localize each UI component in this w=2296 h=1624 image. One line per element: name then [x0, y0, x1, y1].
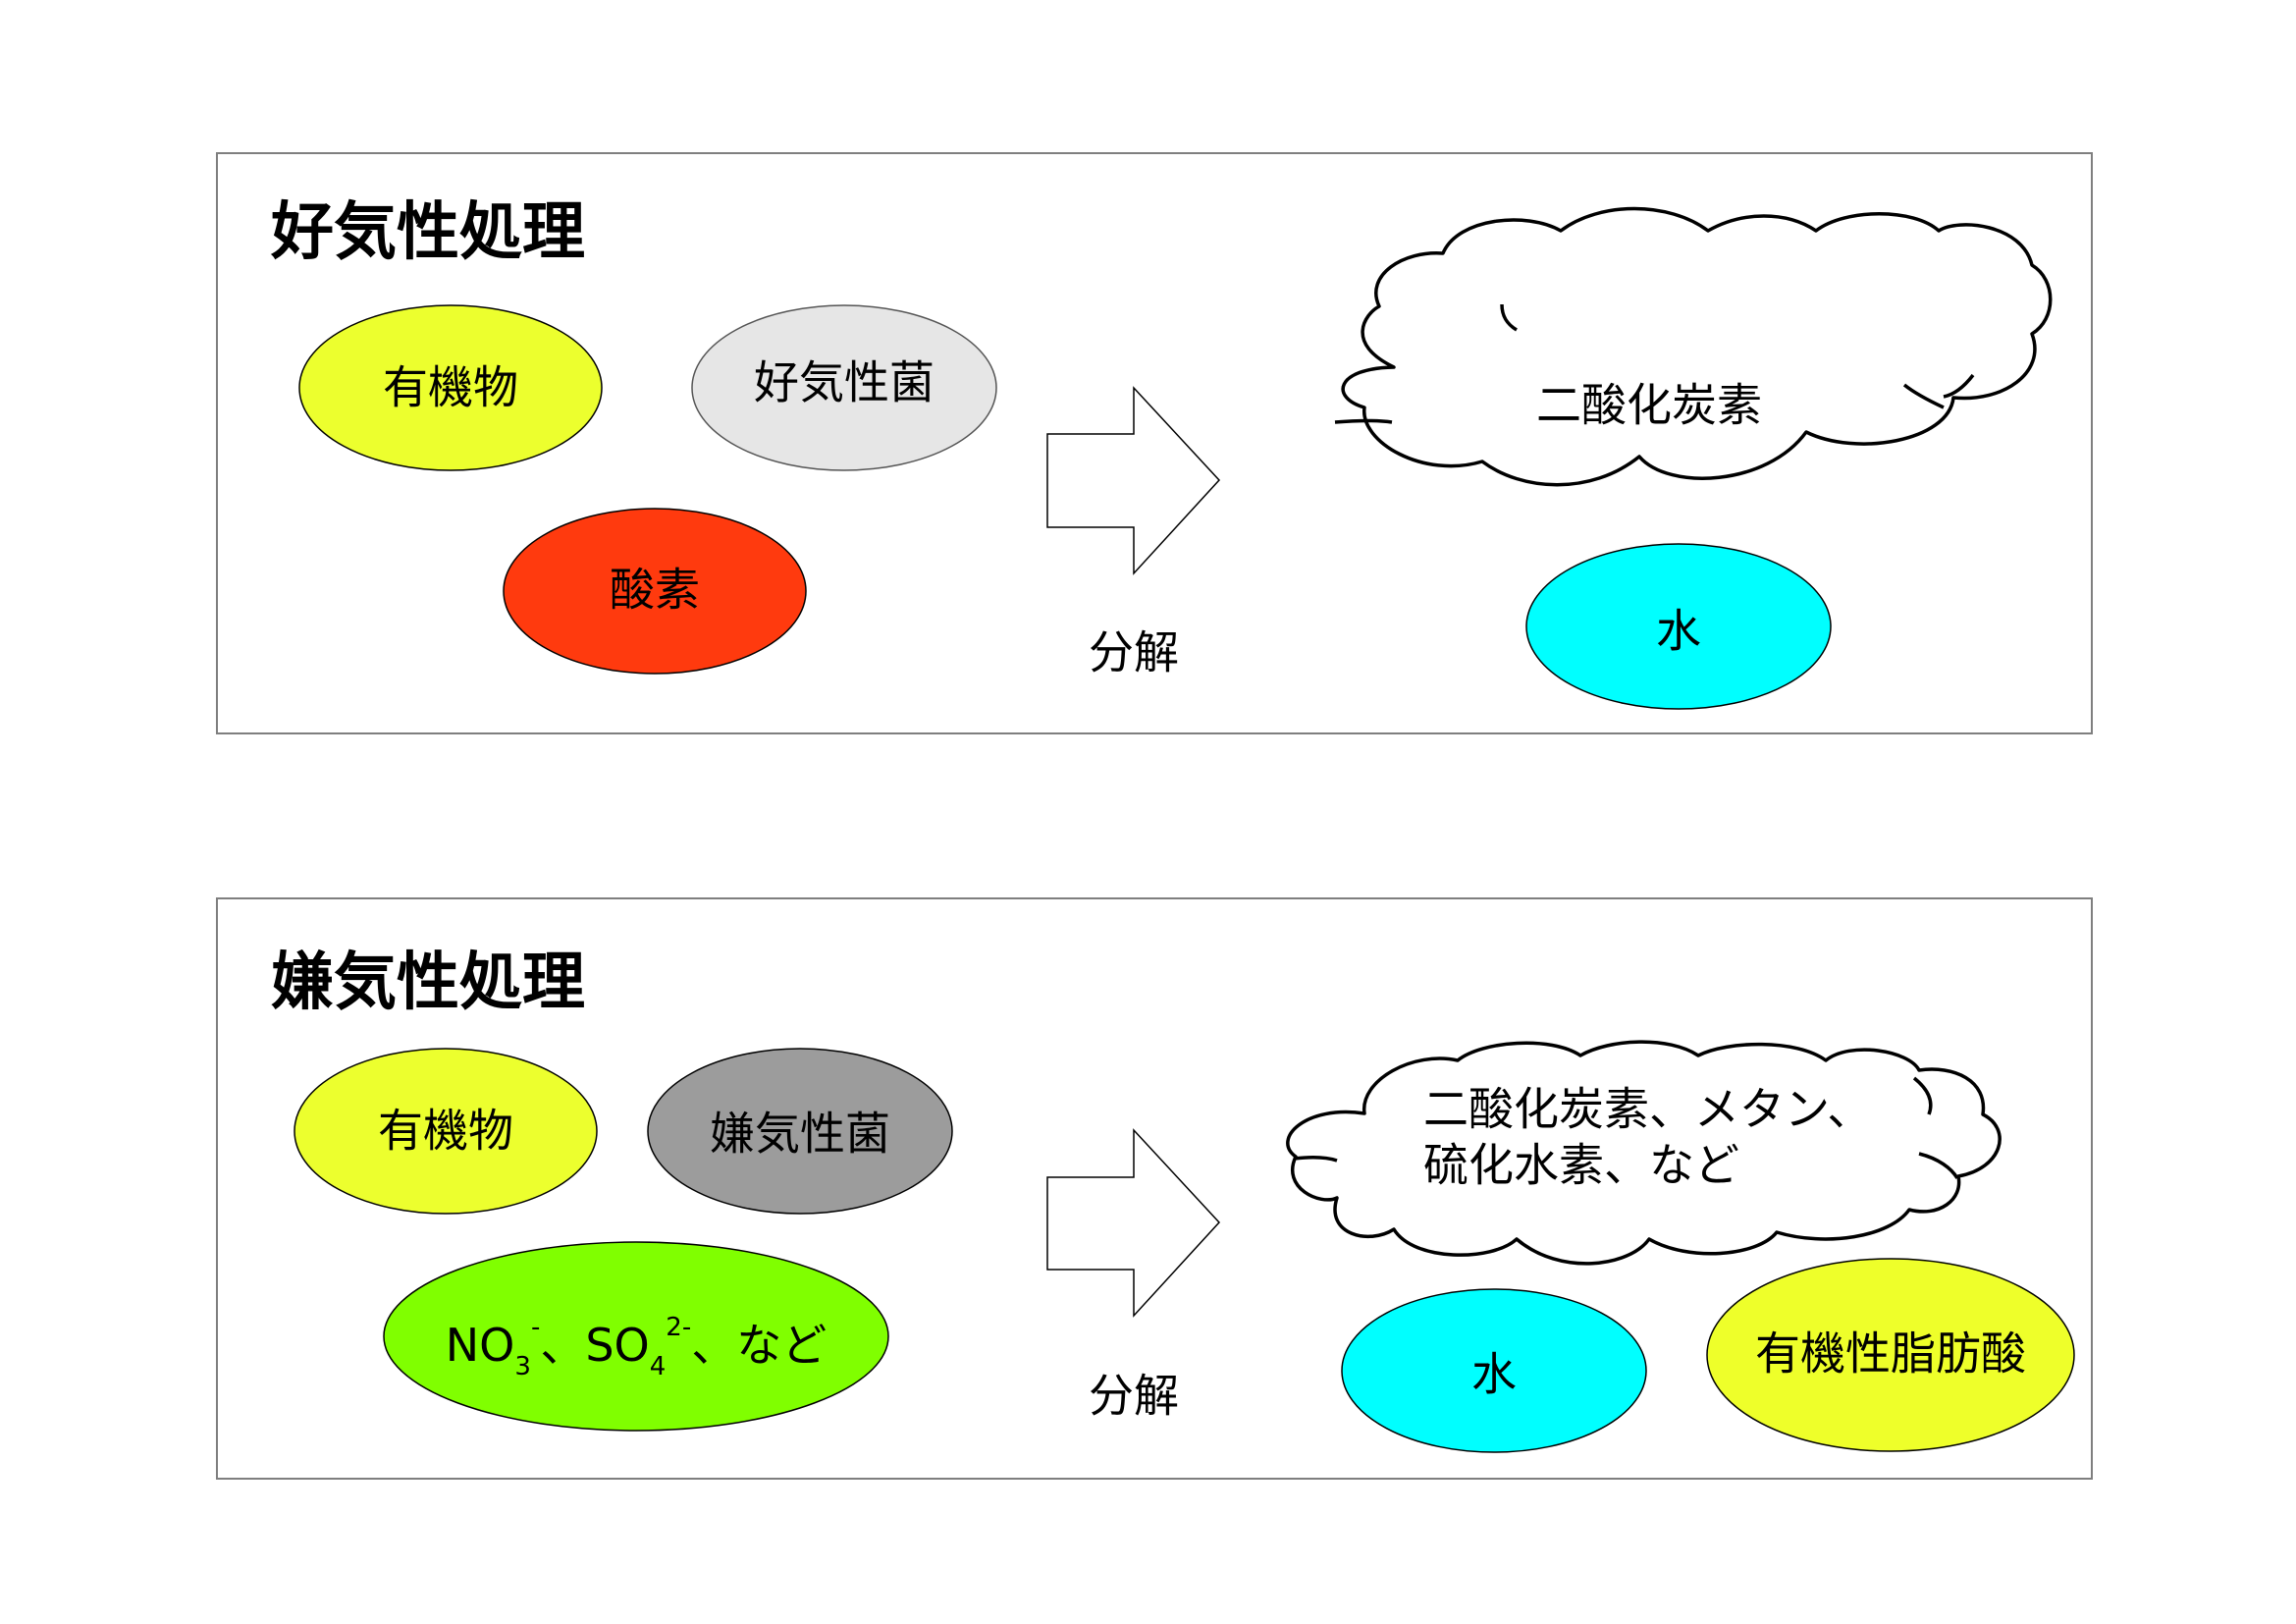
- ions-tail: 、など: [691, 1319, 827, 1372]
- oxygen-ellipse: 酸素: [503, 508, 807, 675]
- cloud-inner-stroke: [1293, 1155, 1338, 1163]
- cloud-inner-stroke: [1902, 383, 1945, 409]
- anaerobic-organic-label: 有機物: [378, 1105, 513, 1158]
- anaerobic-organic-ellipse: 有機物: [294, 1048, 598, 1215]
- anaerobic-panel: 嫌気性処理 有機物 嫌気性菌 NO3-、SO4 2-、など 分解 二酸化炭素、メタ…: [216, 897, 2093, 1480]
- nitrate-sulfate-shape: [383, 1241, 889, 1432]
- aerobic-organic-ellipse: 有機物: [298, 304, 603, 471]
- aerobic-title: 好気性処理: [270, 196, 585, 269]
- anaerobic-bacteria-label: 嫌気性菌: [710, 1108, 890, 1161]
- anaerobic-water-ellipse: 水: [1341, 1288, 1647, 1453]
- aerobic-bacteria-shape: [691, 304, 997, 471]
- nitrate-sulfate-ellipse: NO3-、SO4 2-、など: [383, 1241, 889, 1432]
- aerobic-decompose-label: 分解: [1089, 626, 1179, 679]
- oxygen-shape: [503, 508, 807, 675]
- aerobic-water-shape: [1525, 543, 1832, 710]
- cloud-inner-stroke: [1912, 1076, 1933, 1115]
- aerobic-water-ellipse: 水: [1525, 543, 1832, 710]
- so-superscript: 2-: [666, 1313, 691, 1342]
- aerobic-arrow-icon: [1046, 386, 1221, 575]
- no-subscript: 3: [514, 1352, 531, 1381]
- no-superscript: -: [531, 1313, 540, 1342]
- so-subscript: 4: [650, 1352, 667, 1381]
- anaerobic-arrow-icon: [1046, 1128, 1221, 1318]
- anaerobic-bacteria-shape: [647, 1048, 953, 1215]
- anaerobic-decompose-label: 分解: [1089, 1370, 1179, 1423]
- aerobic-gas-label: 二酸化炭素: [1536, 379, 1762, 432]
- cloud-inner-stroke: [1943, 373, 1975, 399]
- oxygen-label: 酸素: [610, 564, 700, 617]
- ion-separator: 、: [540, 1319, 585, 1372]
- anaerobic-title: 嫌気性処理: [271, 947, 585, 1019]
- fatty-acid-ellipse: 有機性脂肪酸: [1706, 1258, 2075, 1452]
- aerobic-gas-cloud: 二酸化炭素: [1334, 206, 2053, 487]
- cloud-inner-stroke: [1500, 303, 1518, 332]
- anaerobic-bacteria-ellipse: 嫌気性菌: [647, 1048, 953, 1215]
- aerobic-bacteria-label: 好気性菌: [754, 356, 934, 409]
- no-base: NO: [446, 1319, 515, 1372]
- anaerobic-water-label: 水: [1471, 1348, 1517, 1401]
- aerobic-water-label: 水: [1656, 605, 1701, 658]
- anaerobic-gas-label-line1: 二酸化炭素、メタン、: [1423, 1083, 1872, 1136]
- anaerobic-organic-shape: [294, 1048, 598, 1215]
- aerobic-bacteria-ellipse: 好気性菌: [691, 304, 997, 471]
- cloud-inner-stroke: [1918, 1152, 1959, 1179]
- anaerobic-gas-cloud: 二酸化炭素、メタン、 硫化水素、など: [1286, 1040, 2002, 1266]
- fatty-acid-label: 有機性脂肪酸: [1755, 1327, 2026, 1380]
- aerobic-organic-shape: [298, 304, 603, 471]
- anaerobic-gas-label-line2: 硫化水素、など: [1423, 1139, 1739, 1192]
- aerobic-organic-label: 有機物: [383, 361, 518, 414]
- anaerobic-water-shape: [1341, 1288, 1647, 1453]
- fatty-acid-shape: [1706, 1258, 2075, 1452]
- cloud-icon: [1341, 206, 2053, 487]
- nitrate-sulfate-label: NO3-、SO4 2-、など: [446, 1313, 827, 1381]
- cloud-icon: [1286, 1040, 2002, 1266]
- aerobic-panel: 好気性処理 有機物 好気性菌 酸素 分解 二酸化炭素 水: [216, 152, 2093, 734]
- so-base: SO: [585, 1319, 649, 1372]
- cloud-inner-stroke: [1334, 418, 1393, 424]
